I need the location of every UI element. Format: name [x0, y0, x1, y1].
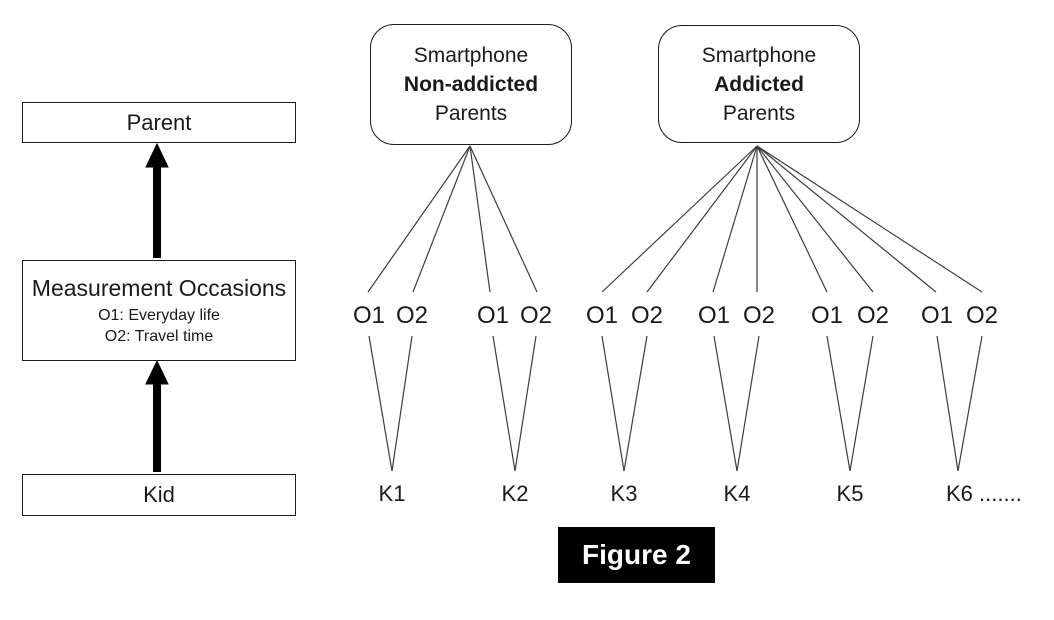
occasion-label-o2-k1: O2: [395, 302, 429, 329]
kid-label-k4: K4: [723, 481, 751, 506]
figure-caption-box: Figure 2: [558, 527, 715, 583]
occasion-1-description: O1: Everyday life: [98, 307, 220, 324]
group-line-emphasis: Addicted: [714, 72, 804, 96]
occasion-label-o1-k5: O1: [810, 302, 844, 329]
kid-label-k1: K1: [378, 481, 406, 506]
fan-lines-addicted: [601, 145, 983, 293]
occasion-2-description: O2: Travel time: [104, 328, 214, 345]
parent-box: Parent: [22, 102, 296, 143]
group-line-emphasis: Non-addicted: [403, 73, 539, 96]
up-arrow-kid-to-measurement: [145, 359, 169, 472]
kid-box: Kid: [22, 474, 296, 516]
occasion-to-kid-lines: [368, 335, 983, 472]
kid-label-k3: K3: [610, 481, 638, 506]
occasion-label-o1-k3: O1: [585, 302, 619, 329]
group-line: Parents: [722, 101, 796, 125]
kid-label-k6: K6 .......: [946, 481, 1022, 506]
occasion-label-o1-k4: O1: [697, 302, 731, 329]
occasion-label-o2-k2: O2: [519, 302, 553, 329]
group-line: Smartphone: [701, 43, 817, 67]
occasion-label-o1-k1: O1: [352, 302, 386, 329]
group-line: Smartphone: [413, 44, 529, 67]
addicted-parents-box: Smartphone Addicted Parents: [658, 25, 860, 143]
kid-label-k2: K2: [501, 481, 529, 506]
parent-label: Parent: [126, 109, 192, 135]
occasion-label-o2-k3: O2: [630, 302, 664, 329]
occasion-label-o2-k5: O2: [856, 302, 890, 329]
fan-lines-non-addicted: [367, 145, 538, 293]
measurement-occasions-title: Measurement Occasions: [31, 275, 287, 301]
measurement-occasions-box: Measurement Occasions O1: Everyday life …: [22, 260, 296, 361]
occasion-label-o1-k6: O1: [920, 302, 954, 329]
occasion-label-o1-k2: O1: [476, 302, 510, 329]
up-arrow-measurement-to-parent: [145, 142, 169, 258]
kid-label-k5: K5: [836, 481, 864, 506]
occasion-label-o2-k4: O2: [742, 302, 776, 329]
group-line: Parents: [434, 102, 508, 125]
occasion-label-o2-k6: O2: [965, 302, 999, 329]
kid-label: Kid: [143, 482, 175, 507]
figure-caption: Figure 2: [582, 539, 691, 570]
non-addicted-parents-box: Smartphone Non-addicted Parents: [370, 24, 572, 145]
